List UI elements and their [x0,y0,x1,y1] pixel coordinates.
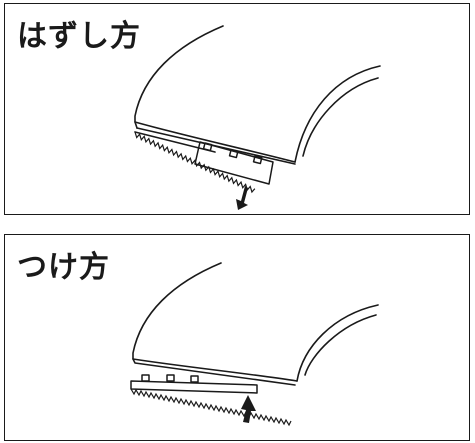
clipper-outer-curve [294,65,381,163]
removal-illustration [134,25,381,210]
blade-assembly [130,374,258,394]
blade-teeth-2 [130,388,292,427]
attach-title: つけ方 [17,250,110,285]
clipper-head-outline [134,25,296,163]
arrow-down-icon [236,186,248,210]
attach-panel: つけ方 [4,234,470,441]
clipper-outer-curve-2 [296,304,379,382]
detached-blade [194,141,274,185]
removal-panel: はずし方 [4,3,470,215]
arrow-up-icon [241,395,256,423]
clipper-head-outline-2 [132,262,298,382]
attach-illustration [130,262,379,427]
fixed-blade-teeth [134,131,256,194]
removal-title: はずし方 [17,19,141,54]
